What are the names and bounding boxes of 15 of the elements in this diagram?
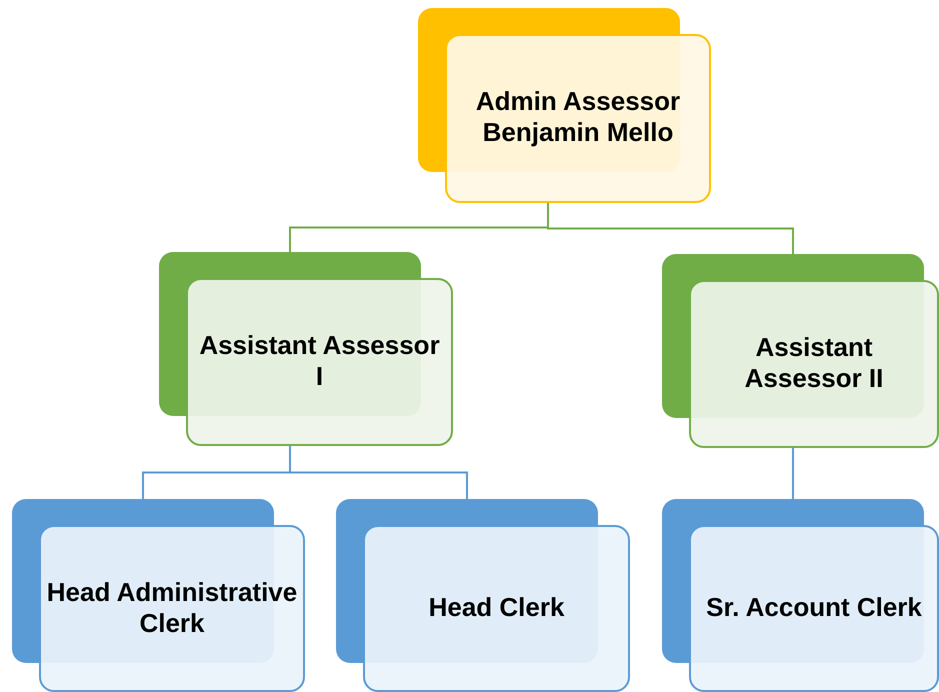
connector-line bbox=[289, 446, 468, 499]
org-chart-card bbox=[159, 252, 454, 446]
role-title: Head Administrative Clerk bbox=[46, 576, 298, 640]
org-chart-card bbox=[12, 499, 305, 692]
role-title: Head Clerk bbox=[428, 592, 564, 624]
role-title: Sr. Account Clerk bbox=[706, 592, 922, 624]
org-chart-card bbox=[336, 499, 630, 692]
org-chart-card bbox=[418, 8, 711, 203]
connector-line bbox=[792, 448, 794, 499]
role-title: Assistant Assessor II bbox=[744, 332, 884, 394]
role-title: Admin Assessor Benjamin Mello bbox=[474, 86, 682, 148]
org-chart-card bbox=[662, 499, 939, 692]
org-chart-card bbox=[662, 254, 939, 448]
connector-line bbox=[547, 203, 794, 254]
role-title: Assistant Assessor I bbox=[198, 330, 441, 392]
